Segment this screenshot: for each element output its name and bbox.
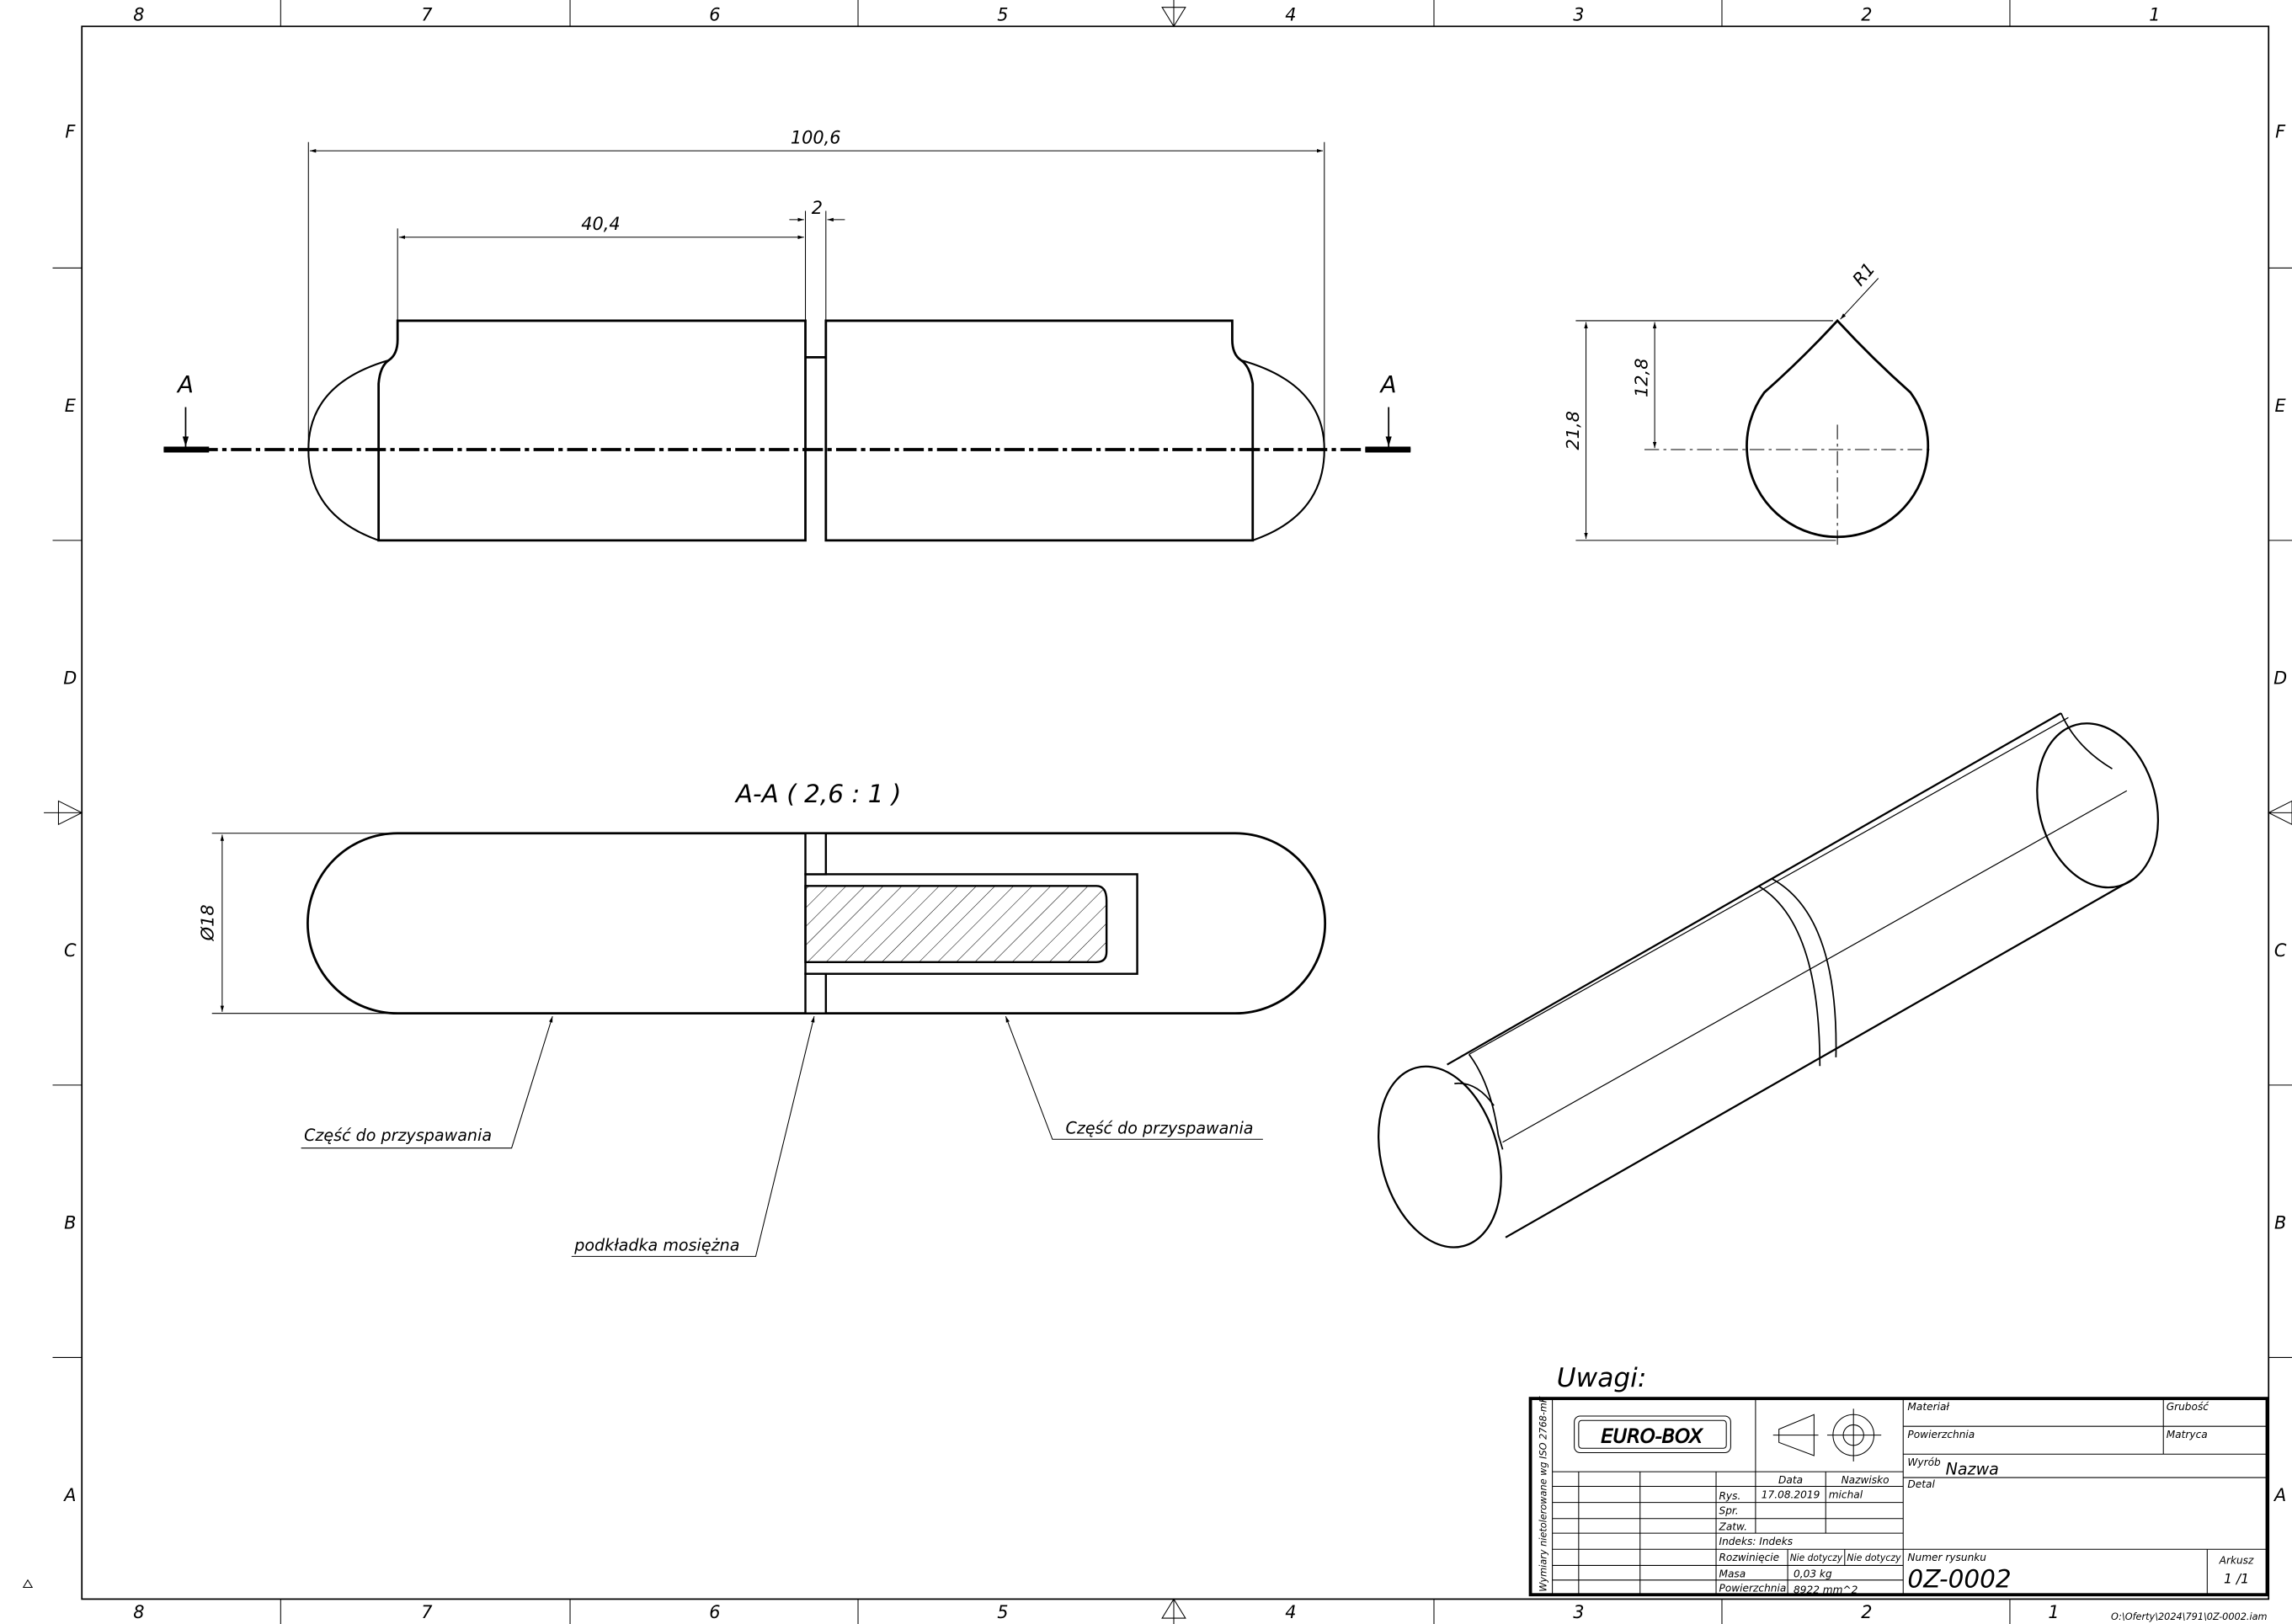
column-label: 4 <box>1285 4 1296 24</box>
section-view: A-A ( 2,6 : 1 ) Ø18 Część do przyspawani… <box>197 780 1326 1257</box>
checked-label: Spr. <box>1719 1505 1739 1517</box>
company-logo: EURO-BOX <box>1574 1415 1731 1454</box>
section-title: A-A ( 2,6 : 1 ) <box>734 780 902 808</box>
tolerance-note: Wymiary nietolerowane wg ISO 2768-mK <box>1538 1395 1549 1592</box>
detail-label: Detal <box>1907 1478 1935 1490</box>
svg-text:A: A <box>176 370 194 398</box>
section-marker-right: A <box>1365 370 1411 453</box>
file-path: O:\Oferty\2024\791\0Z-0002.iam <box>2111 1611 2267 1622</box>
column-label: 6 <box>709 1602 720 1622</box>
callout-weld-part-right: Część do przyspawania <box>1066 1118 1254 1137</box>
front-view: 100,6 40,4 2 A A <box>163 127 1411 542</box>
row-label: F <box>65 121 76 141</box>
column-label: 8 <box>133 1602 144 1622</box>
callout-brass-washer: podkładka mosiężna <box>573 1235 739 1254</box>
dimension-diameter: Ø18 <box>197 904 217 941</box>
date-header: Data <box>1778 1474 1803 1486</box>
surface-label: Powierzchnia <box>1907 1429 1975 1440</box>
row-label: B <box>64 1212 76 1233</box>
product-value: Nazwa <box>1946 1460 1999 1479</box>
row-label: A <box>62 1485 76 1505</box>
column-label: 8 <box>133 4 144 24</box>
row-label: B <box>2274 1212 2286 1233</box>
column-label: 7 <box>421 4 433 24</box>
column-label: 4 <box>1285 1602 1296 1622</box>
column-label: 1 <box>2149 4 2160 24</box>
unfold-value: Nie dotyczy <box>1847 1552 1901 1563</box>
approved-label: Zatw. <box>1719 1521 1748 1533</box>
die-label: Matryca <box>2167 1429 2208 1440</box>
area-value: 8922 mm^2 <box>1794 1584 1858 1595</box>
row-label: F <box>2275 121 2286 141</box>
title-block: Wymiary nietolerowane wg ISO 2768-mK EUR… <box>1528 1395 2269 1622</box>
product-label: Wyrób <box>1907 1456 1941 1468</box>
dimension-left-length: 40,4 <box>581 214 620 234</box>
column-label: 5 <box>997 4 1008 24</box>
row-label: E <box>2275 396 2287 416</box>
column-label: 7 <box>421 1602 433 1622</box>
row-label: D <box>63 668 77 688</box>
drawn-date: 17.08.2019 <box>1762 1488 1820 1500</box>
name-header: Nazwisko <box>1842 1474 1890 1486</box>
isometric-view <box>1378 712 2160 1249</box>
column-label: 1 <box>2048 1602 2059 1622</box>
column-label: 2 <box>1861 4 1872 24</box>
column-label: 2 <box>1861 1602 1872 1622</box>
column-label: 3 <box>1573 4 1584 24</box>
svg-text:A: A <box>1379 370 1397 398</box>
drawn-name: michal <box>1829 1488 1863 1500</box>
mass-value: 0,03 kg <box>1794 1568 1832 1579</box>
unfold-label: Rozwinięcie <box>1719 1552 1780 1563</box>
dimension-overall-length: 100,6 <box>791 127 841 147</box>
row-label: E <box>65 396 77 416</box>
dimension-height: 21,8 <box>1563 411 1583 450</box>
thickness-label: Grubość <box>2167 1401 2210 1413</box>
side-view: 21,8 12,8 R1 <box>1563 258 1932 550</box>
row-label: C <box>64 940 77 961</box>
column-label: 3 <box>1573 1602 1584 1622</box>
drawn-label: Rys. <box>1719 1490 1741 1502</box>
unfold-value: Nie dotyczy <box>1790 1552 1843 1563</box>
dimension-center-height: 12,8 <box>1631 359 1651 397</box>
dimension-gap: 2 <box>812 198 823 218</box>
sheet-value: 1 /1 <box>2224 1570 2249 1586</box>
row-label: C <box>2274 940 2287 961</box>
notes-label: Uwagi: <box>1557 1363 1647 1393</box>
projection-symbol-icon <box>1772 1408 1882 1462</box>
index-label: Indeks: Indeks <box>1719 1536 1794 1547</box>
callout-weld-part-left: Część do przyspawania <box>304 1126 492 1145</box>
column-label: 5 <box>997 1602 1008 1622</box>
sheet-frame: 8 7 6 5 4 3 2 1 8 7 6 5 4 3 2 1 F E D C … <box>22 0 2292 1624</box>
area-label: Powierzchnia <box>1719 1583 1787 1595</box>
drawing-number: 0Z-0002 <box>1907 1564 2011 1593</box>
row-label: D <box>2273 668 2287 688</box>
svg-text:EURO-BOX: EURO-BOX <box>1601 1425 1703 1447</box>
row-label: A <box>2273 1485 2286 1505</box>
material-label: Materiał <box>1907 1401 1949 1413</box>
drawing-number-label: Numer rysunku <box>1907 1552 1986 1563</box>
mass-label: Masa <box>1719 1568 1746 1579</box>
column-label: 6 <box>709 4 720 24</box>
sheet-label: Arkusz <box>2219 1555 2254 1567</box>
section-marker-left: A <box>163 370 210 453</box>
dimension-radius: R1 <box>1848 258 1879 290</box>
